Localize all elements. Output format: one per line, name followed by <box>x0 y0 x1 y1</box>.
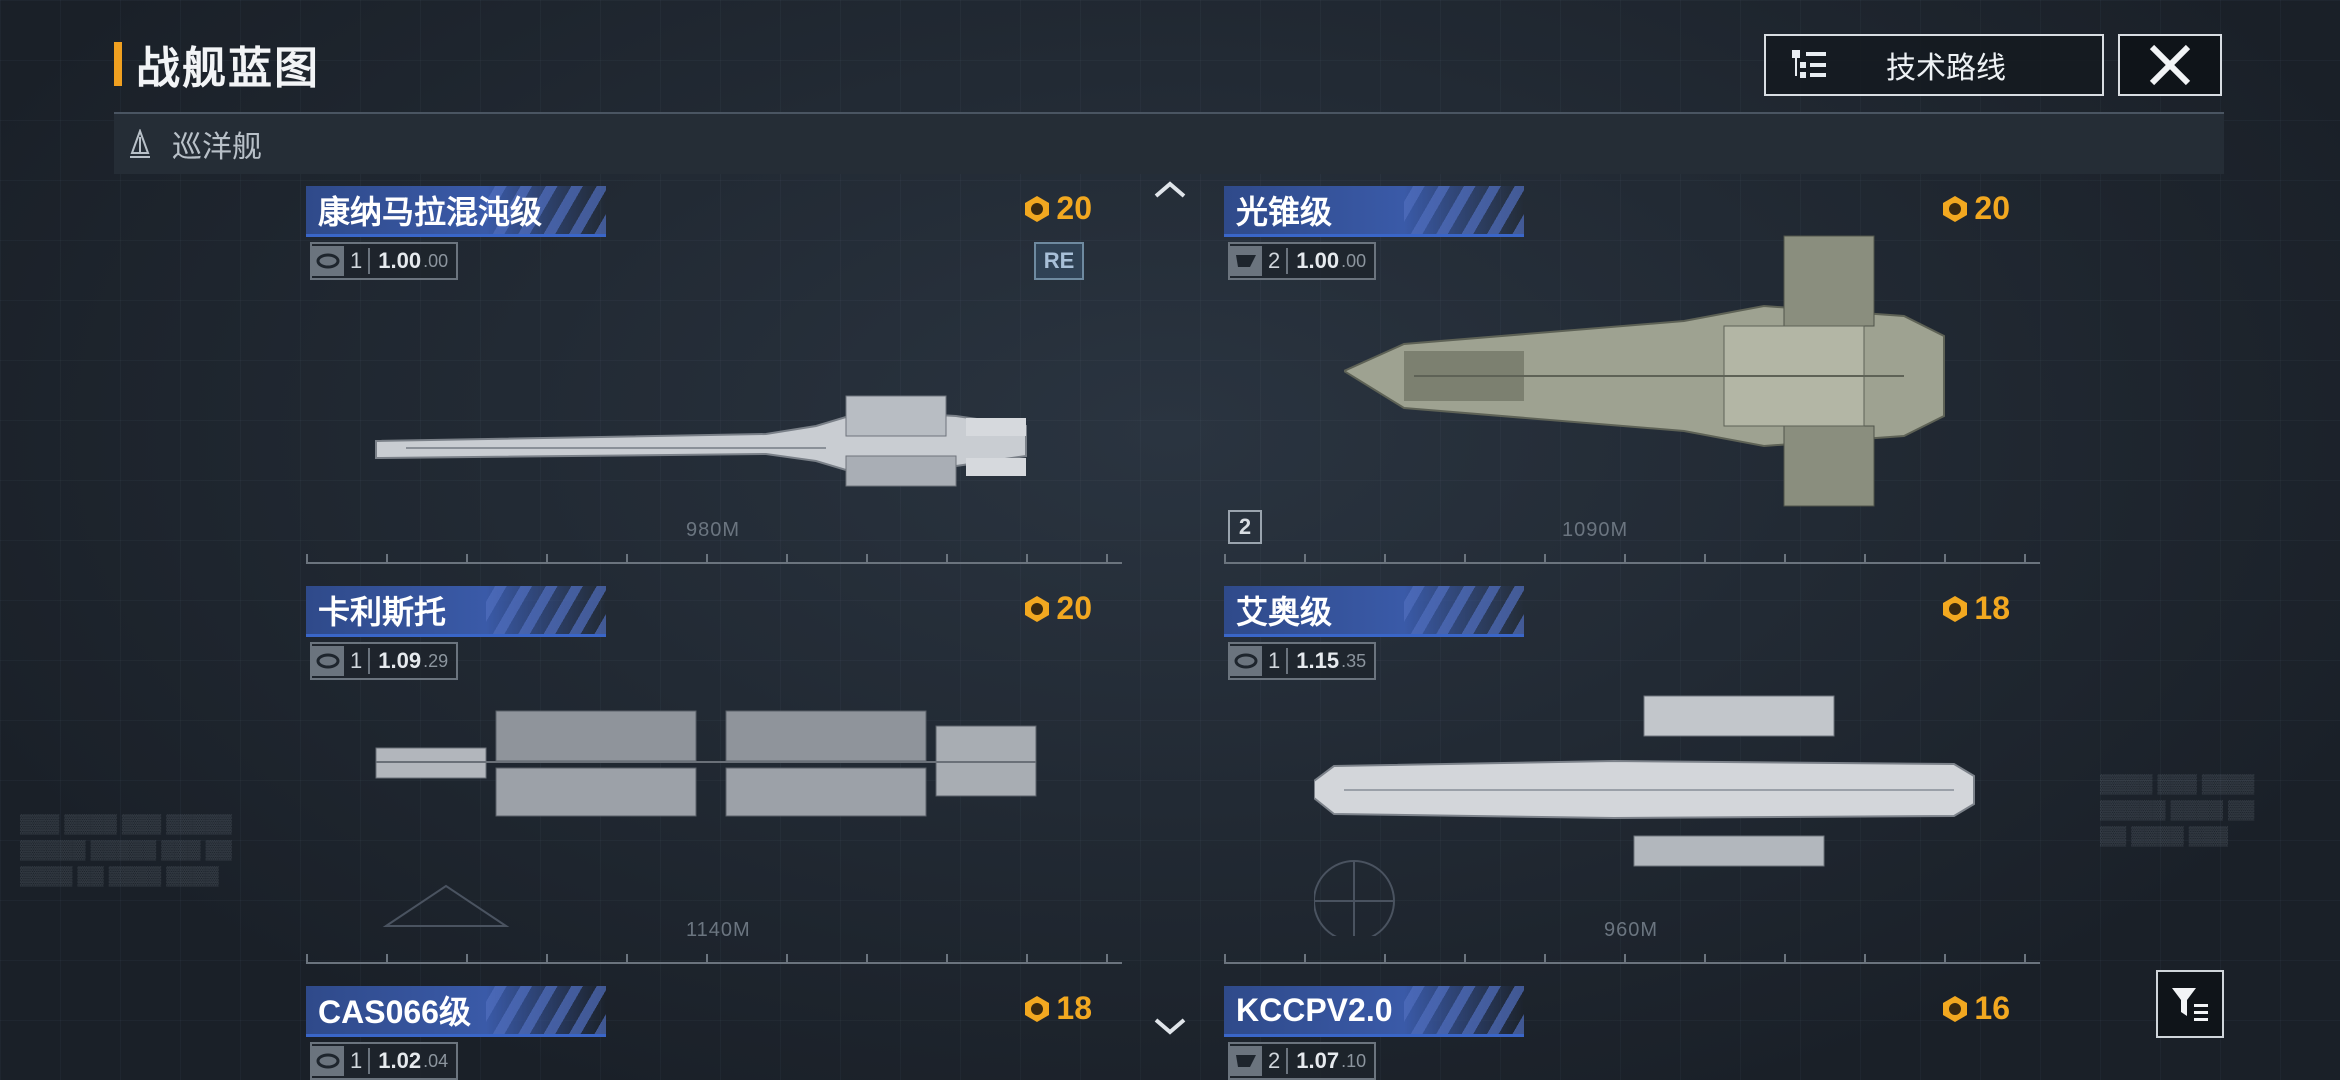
ship-tier: 1 <box>344 248 371 274</box>
ship-name-tab: 卡利斯托 <box>306 586 606 637</box>
ship-ruler <box>1224 546 2040 564</box>
module-icon <box>1230 246 1262 276</box>
ship-card-conemara[interactable]: 康纳马拉混沌级 20 1 1.00 .00 RE 980M <box>306 186 1122 566</box>
background-schematic-text-right: ▓▓▓▓ ▓▓▓ ▓▓▓▓▓▓▓▓▓ ▓▓▓▓ ▓▓▓▓ ▓▓▓▓ ▓▓▓ <box>2100 773 2255 845</box>
ship-cost-value: 18 <box>1056 990 1092 1026</box>
ship-stat-main: 1.00 <box>1296 248 1340 273</box>
title-accent-bar <box>114 42 122 86</box>
ship-illustration <box>1314 695 1975 936</box>
ship-cost-value: 20 <box>1056 590 1092 626</box>
ship-stat-sub: .29 <box>423 650 449 671</box>
ship-stat-main: 1.00 <box>378 248 422 273</box>
blueprint-coin-icon <box>1943 195 1968 222</box>
ship-length: 1090M <box>1562 519 1629 541</box>
close-icon <box>2149 44 2191 86</box>
close-button[interactable] <box>2118 34 2222 96</box>
ship-stat-main: 1.02 <box>378 1048 422 1073</box>
ship-stat-sub: .00 <box>1341 250 1367 271</box>
ship-stats: 1 1.00 .00 <box>310 242 459 280</box>
hull-icon <box>312 1046 344 1076</box>
tree-list-icon <box>1790 48 1830 82</box>
ship-tier: 2 <box>1262 248 1289 274</box>
ship-cost: 20 <box>1022 190 1092 227</box>
ship-cost: 20 <box>1022 590 1092 627</box>
ship-stat-sub: .00 <box>423 250 449 271</box>
ship-stat-main: 1.09 <box>378 648 422 673</box>
ship-cost: 18 <box>1940 590 2010 627</box>
filter-icon <box>2172 988 2208 1021</box>
ship-name-tab: 艾奥级 <box>1224 586 1524 637</box>
ship-name: 卡利斯托 <box>318 594 447 630</box>
ship-tier: 1 <box>344 1048 371 1074</box>
ship-tier: 1 <box>344 648 371 674</box>
ship-length: 960M <box>1604 919 1659 941</box>
ship-stat-main: 1.15 <box>1296 648 1340 673</box>
ship-stats: 1 1.15 .35 <box>1228 642 1377 680</box>
ship-stats: 2 1.07 .10 <box>1228 1042 1377 1080</box>
scroll-up-icon[interactable] <box>1152 178 1188 200</box>
ship-tier: 1 <box>1262 648 1289 674</box>
ship-stats: 2 1.00 .00 <box>1228 242 1377 280</box>
ship-stat-main: 1.07 <box>1296 1048 1340 1073</box>
ship-name: CAS066级 <box>318 994 471 1030</box>
ship-cost: 16 <box>1940 990 2010 1027</box>
hull-icon <box>1230 646 1262 676</box>
ship-ruler <box>306 946 1122 964</box>
ship-illustration <box>1344 235 1945 507</box>
ship-stat-sub: .04 <box>423 1050 449 1071</box>
hull-icon <box>312 246 344 276</box>
ship-ruler <box>1224 946 2040 964</box>
re-badge: RE <box>1034 242 1084 280</box>
ship-tier: 2 <box>1262 1048 1289 1074</box>
variant-number-badge: 2 <box>1228 510 1262 544</box>
tech-route-label: 技术路线 <box>1886 52 2006 85</box>
module-icon <box>1230 1046 1262 1076</box>
category-label: 巡洋舰 <box>172 131 262 164</box>
blueprint-coin-icon <box>1025 995 1050 1022</box>
ship-length: 1140M <box>686 919 751 941</box>
blueprint-coin-icon <box>1025 595 1050 622</box>
filter-button[interactable] <box>2156 970 2224 1038</box>
ship-length: 980M <box>686 519 741 541</box>
ship-name: 光锥级 <box>1236 194 1333 230</box>
ship-illustration <box>375 395 1027 487</box>
background-schematic-text: ▓▓▓ ▓▓▓▓ ▓▓▓ ▓▓▓▓▓▓▓▓▓▓ ▓▓▓▓▓ ▓▓▓ ▓▓▓▓▓▓… <box>20 813 232 885</box>
blueprint-coin-icon <box>1943 995 1968 1022</box>
ship-cost-value: 20 <box>1974 190 2010 226</box>
hull-icon <box>312 646 344 676</box>
ship-card-io[interactable]: 艾奥级 18 1 1.15 .35 960M <box>1224 586 2040 966</box>
blueprint-coin-icon <box>1943 595 1968 622</box>
ship-name: 艾奥级 <box>1236 594 1333 630</box>
ship-card-cas066[interactable]: CAS066级 18 1 1.02 .04 <box>306 986 1122 1080</box>
ship-name: KCCPV2.0 <box>1236 991 1393 1028</box>
ship-stats: 1 1.09 .29 <box>310 642 459 680</box>
ship-card-kccpv2[interactable]: KCCPV2.0 16 2 1.07 .10 <box>1224 986 2040 1080</box>
blueprint-coin-icon <box>1025 195 1050 222</box>
ship-illustration <box>375 710 1037 927</box>
tech-route-button[interactable]: 技术路线 <box>1764 34 2104 96</box>
ship-cost: 18 <box>1022 990 1092 1027</box>
ship-name-tab: KCCPV2.0 <box>1224 986 1524 1037</box>
scroll-down-icon[interactable] <box>1152 1016 1188 1038</box>
ship-ruler <box>306 546 1122 564</box>
category-bar[interactable]: 巡洋舰 <box>114 112 2224 174</box>
ship-card-callisto[interactable]: 卡利斯托 20 1 1.09 .29 1140M <box>306 586 1122 966</box>
ship-name: 康纳马拉混沌级 <box>318 194 543 230</box>
ship-stat-sub: .10 <box>1341 1050 1367 1071</box>
ship-cost: 20 <box>1940 190 2010 227</box>
ship-stat-sub: .35 <box>1341 650 1367 671</box>
cruiser-icon <box>130 129 150 158</box>
page-title: 战舰蓝图 <box>136 44 320 93</box>
ship-name-tab: 光锥级 <box>1224 186 1524 237</box>
ship-cost-value: 18 <box>1974 590 2010 626</box>
ship-stats: 1 1.02 .04 <box>310 1042 459 1080</box>
ship-name-tab: 康纳马拉混沌级 <box>306 186 606 237</box>
ship-cost-value: 20 <box>1056 190 1092 226</box>
ship-name-tab: CAS066级 <box>306 986 606 1037</box>
ship-card-lightcone[interactable]: 光锥级 20 2 1.00 .00 2 1090M <box>1224 186 2040 566</box>
page-header: 战舰蓝图 <box>114 38 320 93</box>
ship-cost-value: 16 <box>1974 990 2010 1026</box>
